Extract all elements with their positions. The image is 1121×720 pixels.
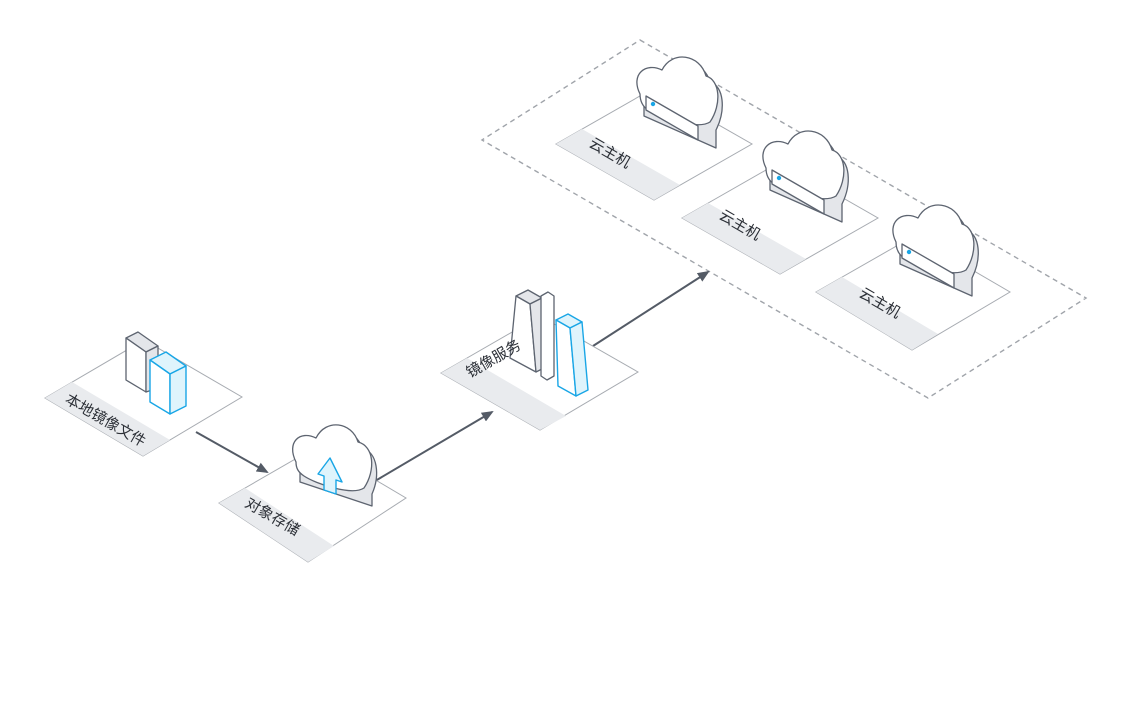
server-status-light: [906, 249, 912, 255]
edge-local-to-storage: [195, 431, 269, 473]
file-blocks-icon: [125, 331, 187, 415]
node-object-storage[interactable]: 对象存储: [218, 424, 407, 563]
cloud-server-icon: [636, 56, 723, 149]
cloud-server-icon: [762, 130, 849, 223]
server-status-light: [776, 175, 782, 181]
cloud-upload-icon: [292, 424, 378, 507]
cloud-server-icon: [892, 204, 979, 297]
server-status-light: [650, 101, 656, 107]
edge-image-service-to-hosts: [592, 270, 710, 347]
edge-storage-to-image-service: [369, 410, 494, 485]
node-local-image-file[interactable]: 本地镜像文件: [44, 331, 243, 457]
node-cloud-host-3[interactable]: 云主机: [815, 204, 1011, 351]
image-service-icon: [509, 289, 589, 397]
node-image-service[interactable]: 镜像服务: [439, 289, 639, 431]
node-cloud-host-1[interactable]: 云主机: [554, 56, 754, 201]
node-cloud-host-2[interactable]: 云主机: [680, 130, 880, 275]
